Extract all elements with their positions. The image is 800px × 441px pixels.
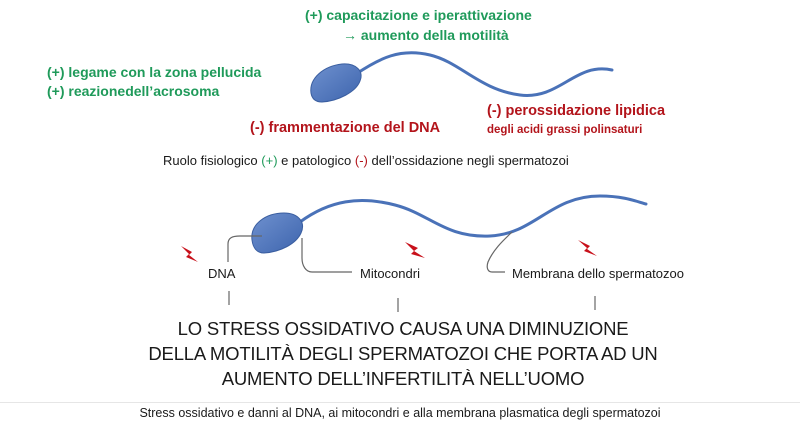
lightning-bolt-icon xyxy=(405,242,425,258)
bottom-sperm-tail xyxy=(298,194,648,238)
lightning-bolt-icon xyxy=(578,240,597,256)
capacitation-label: (+) capacitazione e iperattivazione xyxy=(305,7,532,23)
fatty-acids-label: degli acidi grassi polinsaturi xyxy=(487,124,643,136)
membrane-pointer xyxy=(486,231,513,273)
pointer-lines xyxy=(227,231,596,312)
top-sperm-tail xyxy=(354,51,614,97)
role-text-1: Ruolo fisiologico xyxy=(163,153,262,168)
membrane-label: Membrana dello spermatozoo xyxy=(512,266,684,281)
lipid-peroxidation-label: (-) perossidazione lipidica xyxy=(487,103,666,119)
acrosome-reaction-label: (+) reazionedell’acrosoma xyxy=(47,83,220,99)
role-plus: (+) xyxy=(261,153,278,168)
top-sperm-head xyxy=(310,63,362,103)
dna-pointer xyxy=(227,235,262,262)
stress-statement-line-1: LO STRESS OSSIDATIVO CAUSA UNA DIMINUZIO… xyxy=(177,318,629,339)
stress-statement-line-3: AUMENTO DELL’INFERTILITÀ NELL’UOMO xyxy=(221,368,585,389)
role-text-2: e patologico xyxy=(277,153,355,168)
caption-divider xyxy=(0,402,800,403)
role-text-3: dell’ossidazione negli spermatozoi xyxy=(367,153,569,168)
motility-increase-label: → aumento della motilità xyxy=(343,27,509,43)
role-minus: (-) xyxy=(354,153,368,168)
bottom-sperm-icon xyxy=(251,194,648,254)
top-sperm-icon xyxy=(310,51,614,103)
lightning-bolt-icon xyxy=(181,246,198,262)
figure-caption: Stress ossidativo e danni al DNA, ai mit… xyxy=(139,406,661,420)
mito-pointer xyxy=(301,238,352,273)
dna-label: DNA xyxy=(208,266,236,281)
bottom-sperm-head xyxy=(251,212,303,254)
dna-fragmentation-label: (-) frammentazione del DNA xyxy=(250,120,441,136)
mitochondria-label: Mitocondri xyxy=(360,266,420,281)
zona-pellucida-binding-label: (+) legame con la zona pellucida xyxy=(47,64,262,80)
stress-statement-line-2: DELLA MOTILITÀ DEGLI SPERMATOZOI CHE POR… xyxy=(148,343,658,364)
role-caption: Ruolo fisiologico (+) e patologico (-) d… xyxy=(163,153,569,168)
